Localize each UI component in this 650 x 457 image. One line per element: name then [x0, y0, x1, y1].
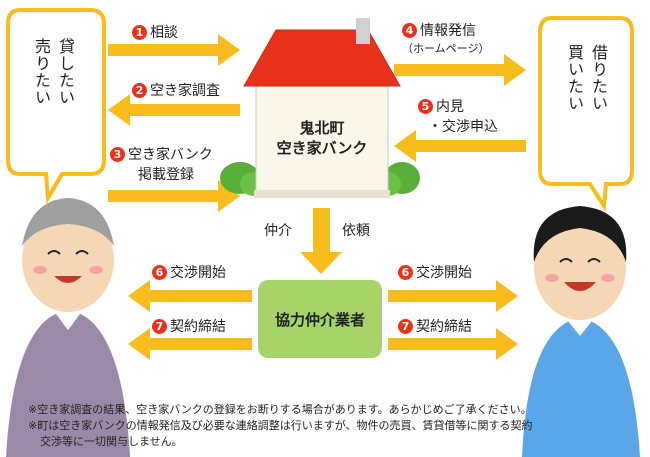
arrow-4-right — [394, 54, 526, 86]
buyer-bubble-line-2: 買いたい — [565, 44, 584, 112]
arrow-7-right — [388, 328, 518, 360]
arrow-6-left — [128, 280, 252, 312]
mediation-label-left: 仲介 — [264, 223, 292, 239]
step-4-badge: 4 — [402, 22, 417, 38]
step-1-label: 1 相談 — [132, 22, 178, 42]
buyer-bubble-line-1: 借りたい — [589, 44, 608, 112]
arrow-2-left — [108, 94, 240, 126]
arrow-down-mediation — [300, 208, 342, 274]
buyer-bubble-text: 借りたい 買いたい — [563, 44, 609, 112]
step-4-text: 情報発信 — [420, 23, 476, 39]
step-7-right-text: 契約締結 — [416, 319, 472, 335]
step-6-left-text: 交渉開始 — [170, 265, 226, 281]
arrow-7-left — [128, 328, 252, 360]
akiya-bank-label: 鬼北町 空き家バンク — [256, 118, 388, 158]
step-3-label: 3 空き家バンク 掲載登録 — [110, 144, 213, 184]
seller-person-illustration — [6, 198, 130, 457]
step-6-right-text: 交渉開始 — [416, 265, 472, 281]
step-6-left-label: 6 交渉開始 — [152, 262, 226, 282]
broker-box: 協力仲介業者 — [258, 280, 382, 358]
step-7-left-text: 契約締結 — [170, 319, 226, 335]
arrow-3-right — [108, 180, 240, 212]
seller-bubble-line-1: 貸したい — [56, 38, 75, 106]
step-2-badge: 2 — [132, 82, 147, 98]
notes: ※空き家調査の結果、空き家バンクの登録をお断りする場合があります。あらかじめご了… — [28, 402, 628, 450]
note-1: ※空き家調査の結果、空き家バンクの登録をお断りする場合があります。あらかじめご了… — [28, 403, 532, 416]
step-6-right-badge: 6 — [398, 264, 413, 280]
buyer-person-illustration — [522, 206, 640, 457]
step-5-text-2: ・交渉申込 — [428, 119, 498, 135]
step-3-badge: 3 — [110, 146, 125, 162]
note-2: ※町は空き家バンクの情報発信及び必要な連絡調整は行いますが、物件の売買、賃貸借等… — [28, 419, 533, 432]
akiya-bank-line-1: 鬼北町 — [299, 119, 345, 137]
step-2-text: 空き家調査 — [150, 83, 220, 99]
seller-bubble-line-2: 売りたい — [32, 38, 51, 106]
arrow-1-right — [108, 34, 240, 66]
seller-bubble-text: 貸したい 売りたい — [30, 38, 76, 106]
arrow-6-right — [388, 280, 518, 312]
mediation-label-right: 依頼 — [342, 223, 370, 239]
broker-label: 協力仲介業者 — [274, 310, 365, 329]
step-7-right-badge: 7 — [398, 318, 413, 334]
step-4-label: 4 情報発信 （ホームページ） — [402, 20, 489, 56]
step-3-text: 空き家バンク — [128, 147, 213, 163]
step-5-label: 5 内見 ・交渉申込 — [418, 96, 498, 136]
seller-speech-bubble — [6, 8, 106, 205]
step-4-subtext: （ホームページ） — [402, 42, 490, 55]
step-7-left-badge: 7 — [152, 318, 167, 334]
step-1-badge: 1 — [132, 24, 147, 40]
step-6-left-badge: 6 — [152, 264, 167, 280]
step-7-left-label: 7 契約締結 — [152, 316, 226, 336]
arrow-5-left — [394, 130, 526, 162]
house-illustration — [220, 18, 420, 198]
step-3-text-2: 掲載登録 — [138, 167, 194, 183]
buyer-speech-bubble — [538, 16, 634, 213]
akiya-bank-line-2: 空き家バンク — [276, 139, 368, 157]
step-2-label: 2 空き家調査 — [132, 80, 220, 100]
note-3: 交渉等に一切関与しません。 — [40, 435, 183, 448]
step-5-badge: 5 — [418, 98, 433, 114]
step-6-right-label: 6 交渉開始 — [398, 262, 472, 282]
step-1-text: 相談 — [150, 25, 178, 41]
step-5-text: 内見 — [436, 99, 464, 115]
step-7-right-label: 7 契約締結 — [398, 316, 472, 336]
